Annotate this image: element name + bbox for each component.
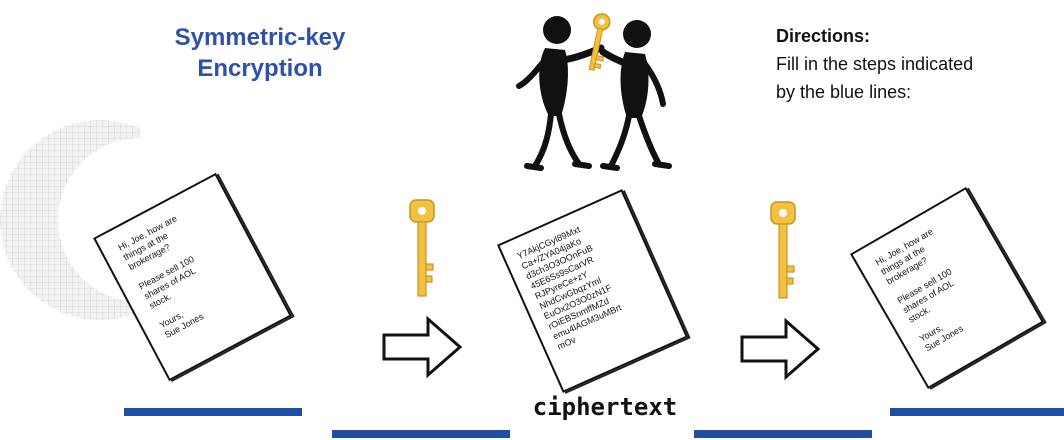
title-line-2: Encryption (197, 55, 323, 82)
decorative-grid-crescent (0, 0, 140, 440)
blank-line-1 (124, 408, 302, 416)
blank-line-4 (890, 408, 1064, 416)
key-icon (770, 201, 796, 299)
title-line-1: Symmetric-key (174, 24, 346, 51)
key-icon (409, 199, 435, 297)
directions-block: Directions: Fill in the steps indicated … (776, 22, 973, 106)
directions-line-1: Fill in the steps indicated (776, 54, 974, 74)
ciphertext-document: Y7AkjCGyl89Mxt Ca+/ZYA04jaKo d3ch3O3OOnF… (496, 189, 689, 393)
blank-line-3 (694, 430, 872, 438)
ciphertext-document-text: Y7AkjCGyl89Mxt Ca+/ZYA04jaKo d3ch3O3OOnF… (515, 224, 623, 352)
ciphertext-caption: ciphertext (532, 393, 678, 421)
right-arrow-icon (740, 317, 821, 381)
diagram-title: Symmetric-key Encryption (120, 22, 400, 84)
directions-heading: Directions: (776, 26, 871, 46)
directions-line-2: by the blue lines: (776, 82, 912, 102)
blank-line-2 (332, 430, 510, 438)
two-people-key-handoff-icon (516, 13, 672, 171)
decrypted-document-text: Hi, Joe, how are things at the brokerage… (873, 226, 965, 354)
decrypted-document: Hi, Joe, how are things at the brokerage… (849, 186, 1045, 390)
right-arrow-icon (382, 315, 463, 379)
